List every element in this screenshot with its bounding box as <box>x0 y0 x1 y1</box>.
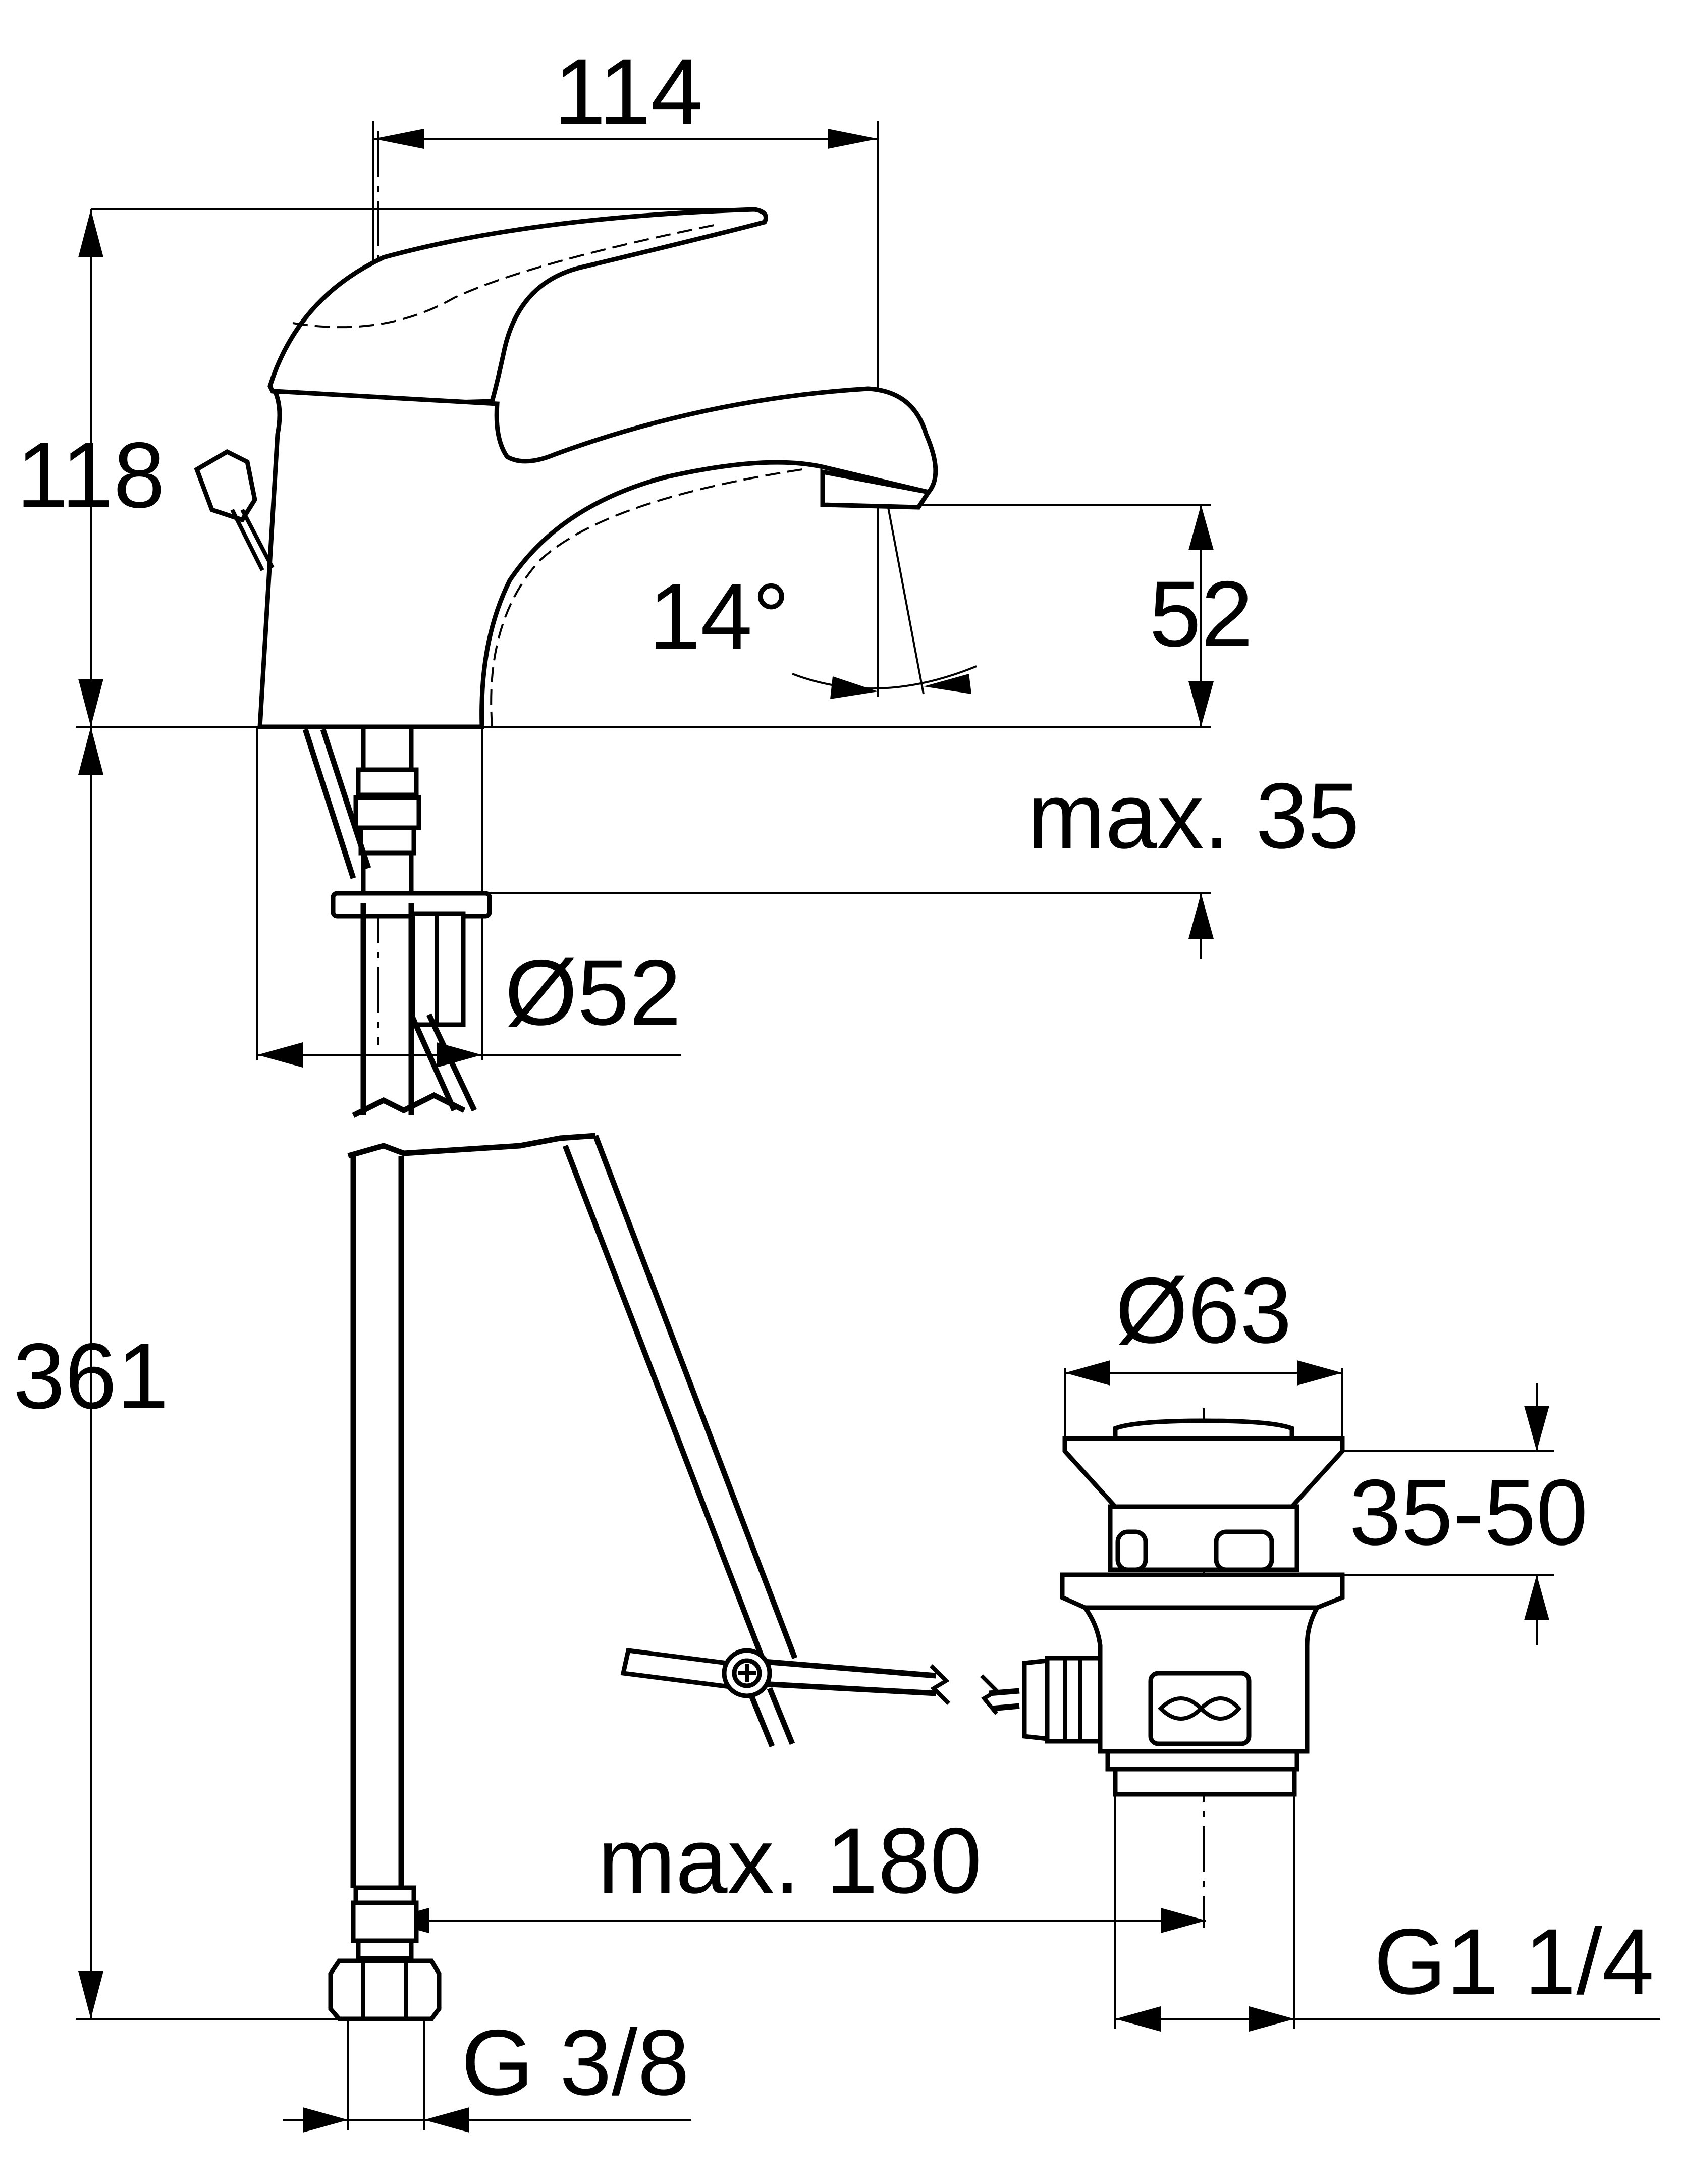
spout-height-label: 52 <box>1149 562 1253 666</box>
total-height-label: 118 <box>17 423 166 527</box>
spout-reach-label: 114 <box>554 40 703 144</box>
popup-rod <box>562 1135 1020 1748</box>
spout-angle-label: 14° <box>648 565 790 669</box>
basin-thickness-label: 35-50 <box>1349 1461 1588 1565</box>
supply-hose <box>302 724 596 2021</box>
rod-reach-label: max. 180 <box>598 1809 982 1913</box>
dimension-labels: 114 118 52 14° max. 35 Ø52 361 Ø63 35-50… <box>13 40 1654 2115</box>
deck-thickness-label: max. 35 <box>1027 764 1360 868</box>
waste-thread-label: G1 1/4 <box>1374 1910 1654 2014</box>
faucet-body <box>194 207 938 729</box>
base-diameter-label: Ø52 <box>505 941 681 1045</box>
supply-thread-label: G 3/8 <box>461 2011 689 2115</box>
waste-assembly <box>1022 1418 1345 1797</box>
hose-length-label: 361 <box>13 1324 169 1428</box>
popup-diameter-label: Ø63 <box>1115 1259 1292 1363</box>
